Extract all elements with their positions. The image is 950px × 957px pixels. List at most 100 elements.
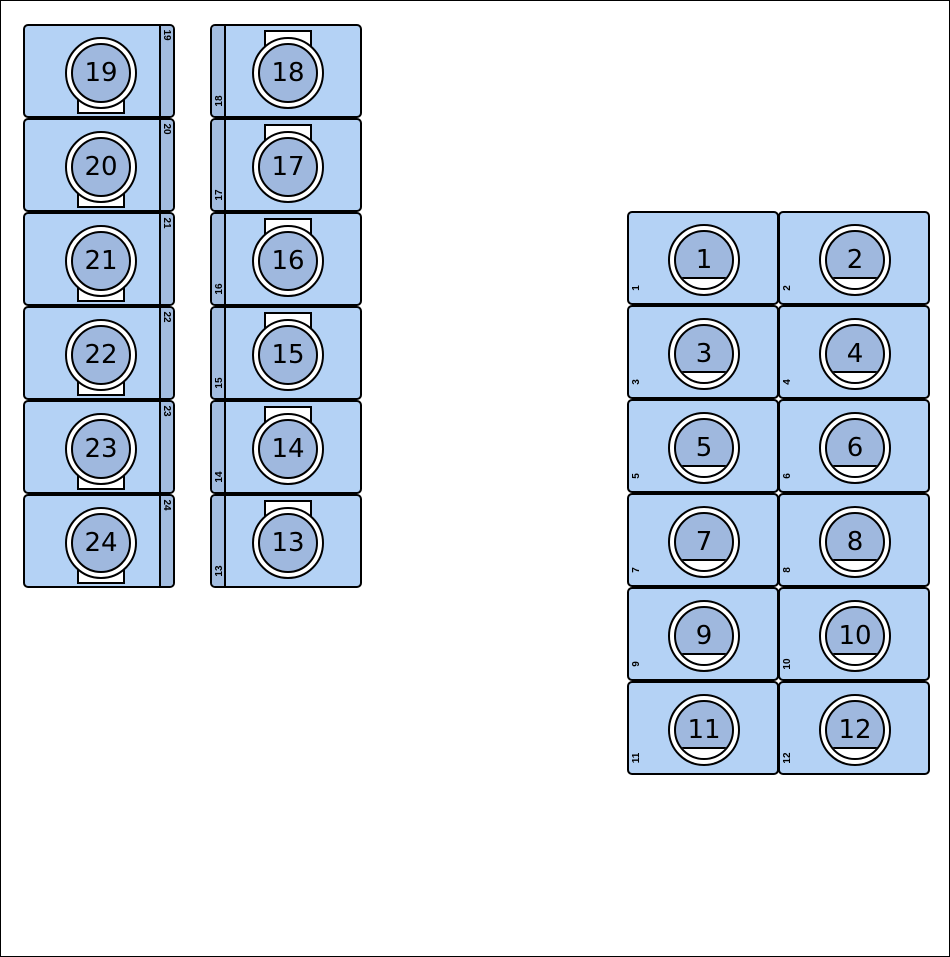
connector-cap: 19: [71, 43, 131, 103]
connector-cap: 22: [71, 325, 131, 385]
module-side-strip: [212, 214, 226, 304]
connector-ring: 24: [65, 507, 137, 579]
cap-bottom-cut: [676, 747, 732, 758]
connector-ring: 14: [252, 413, 324, 485]
module-small-label: 19: [161, 29, 172, 41]
cap-bottom-cut: [827, 653, 883, 664]
module-11[interactable]: 11 11: [627, 681, 779, 775]
cap-bottom-cut: [827, 277, 883, 288]
module-side-strip: [212, 496, 226, 586]
module-number: 12: [838, 715, 872, 745]
module-number: 6: [846, 433, 864, 463]
module-side-strip: [159, 402, 173, 492]
module-number: 21: [84, 246, 118, 276]
module-side-strip: [212, 120, 226, 210]
cap-bottom-cut: [676, 559, 732, 570]
connector-cap: 16: [258, 231, 318, 291]
module-number: 14: [271, 434, 305, 464]
module-14[interactable]: 14 14: [210, 400, 362, 494]
module-small-label: 11: [631, 752, 642, 764]
connector-ring: 15: [252, 319, 324, 391]
module-number: 4: [846, 339, 864, 369]
module-small-label: 24: [161, 499, 172, 511]
module-number: 17: [271, 152, 305, 182]
module-number: 18: [271, 58, 305, 88]
module-small-label: 18: [214, 95, 225, 107]
cap-bottom-cut: [827, 465, 883, 476]
module-small-label: 3: [631, 379, 642, 385]
module-number: 22: [84, 340, 118, 370]
connector-ring: 3: [668, 318, 740, 390]
connector-ring: 5: [668, 412, 740, 484]
connector-ring: 23: [65, 413, 137, 485]
connector-ring: 2: [819, 224, 891, 296]
connector-ring: 21: [65, 225, 137, 297]
connector-cap: 15: [258, 325, 318, 385]
cap-bottom-cut: [827, 559, 883, 570]
cap-bottom-cut: [827, 371, 883, 382]
connector-ring: 1: [668, 224, 740, 296]
module-small-label: 8: [782, 567, 793, 573]
connector-ring: 7: [668, 506, 740, 578]
module-small-label: 2: [782, 285, 793, 291]
connector-ring: 6: [819, 412, 891, 484]
module-small-label: 6: [782, 473, 793, 479]
module-side-strip: [159, 120, 173, 210]
module-small-label: 10: [782, 658, 793, 670]
module-number: 11: [687, 715, 721, 745]
cap-bottom-cut: [676, 653, 732, 664]
connector-cap: 1: [674, 230, 734, 290]
connector-cap: 2: [825, 230, 885, 290]
connector-cap: 18: [258, 43, 318, 103]
module-number: 20: [84, 152, 118, 182]
cap-bottom-cut: [676, 465, 732, 476]
module-10[interactable]: 10 10: [778, 587, 930, 681]
connector-ring: 10: [819, 600, 891, 672]
cap-bottom-cut: [827, 747, 883, 758]
module-number: 24: [84, 528, 118, 558]
connector-cap: 12: [825, 700, 885, 760]
module-number: 16: [271, 246, 305, 276]
connector-ring: 13: [252, 507, 324, 579]
connector-cap: 4: [825, 324, 885, 384]
connector-ring: 9: [668, 600, 740, 672]
connector-ring: 11: [668, 694, 740, 766]
connector-cap: 21: [71, 231, 131, 291]
module-number: 15: [271, 340, 305, 370]
connector-ring: 17: [252, 131, 324, 203]
connector-cap: 20: [71, 137, 131, 197]
module-24[interactable]: 24 24: [23, 494, 175, 588]
module-side-strip: [212, 402, 226, 492]
connector-cap: 11: [674, 700, 734, 760]
connector-cap: 6: [825, 418, 885, 478]
module-side-strip: [159, 308, 173, 398]
module-small-label: 4: [782, 379, 793, 385]
module-small-label: 14: [214, 471, 225, 483]
connector-cap: 23: [71, 419, 131, 479]
module-number: 5: [695, 433, 713, 463]
connector-cap: 7: [674, 512, 734, 572]
module-small-label: 7: [631, 567, 642, 573]
connector-cap: 17: [258, 137, 318, 197]
